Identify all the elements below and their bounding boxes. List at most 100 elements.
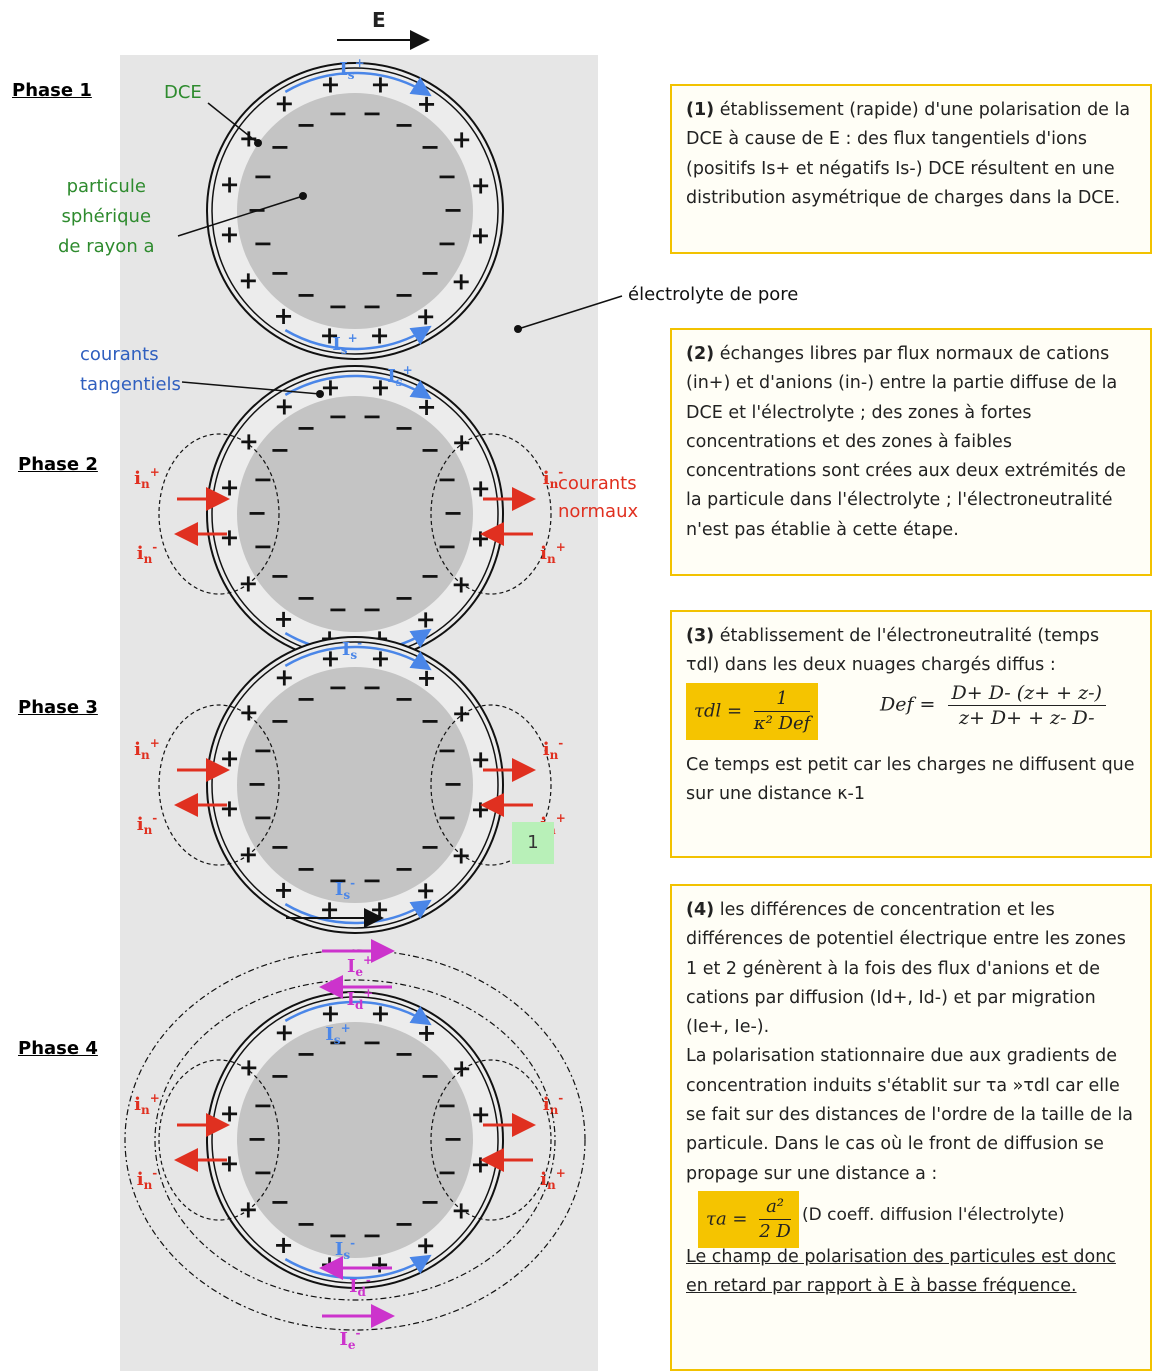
particle-1-minus: − — [362, 99, 382, 127]
particle-2-minus: − — [362, 596, 382, 624]
particle-4-plus: + — [470, 1150, 490, 1178]
particle-4-cloud-right — [430, 1059, 552, 1221]
particle-2-minus: − — [437, 465, 457, 493]
particle-1-plus: + — [416, 90, 436, 118]
particle-1-minus: − — [270, 133, 290, 161]
tangential-label-line-1: courants — [80, 344, 159, 365]
particle-4-core — [237, 1022, 473, 1258]
particle-1-plus: + — [273, 302, 293, 330]
particle-1-minus: − — [437, 162, 457, 190]
normal-currents-label: courants normaux — [558, 470, 638, 526]
particle-3-minus: − — [394, 855, 414, 883]
particle-3-minus: − — [362, 673, 382, 701]
particle-4-minus: − — [362, 1222, 382, 1250]
particle-3-dce-ring — [211, 641, 499, 929]
particle-4-plus: + — [219, 1150, 239, 1178]
tangential-dot — [316, 390, 324, 398]
particle-4-plus: + — [219, 1100, 239, 1128]
box-2-text: échanges libres par flux normaux de cati… — [686, 344, 1126, 540]
box-3-after-text: Ce temps est petit car les charges ne di… — [686, 754, 1135, 804]
particle-2-minus: − — [270, 562, 290, 590]
particle-1-dce-ring — [211, 67, 499, 355]
explanation-box-3: (3) établissement de l'électroneutralité… — [670, 610, 1152, 858]
particle-1-plus: + — [416, 303, 436, 331]
box-1-text: établissement (rapide) d'une polarisatio… — [686, 100, 1131, 208]
box-3-number: (3) — [686, 626, 715, 646]
particle-3-minus: − — [270, 707, 290, 735]
d-ef-denominator: z+ D+ + z- D- — [958, 706, 1095, 729]
particle-4-minus: − — [253, 1091, 273, 1119]
particle-4-plus: + — [416, 1019, 436, 1047]
particle-1-tangential-top — [284, 71, 432, 97]
phase-2-label: Phase 2 — [18, 454, 98, 475]
particle-1-minus: − — [420, 259, 440, 287]
particle-3-minus: − — [296, 855, 316, 883]
particle-3-minus: − — [270, 833, 290, 861]
particle-3-plus: + — [416, 664, 436, 692]
particle-2-minus: − — [420, 562, 440, 590]
particle-3-plus: + — [320, 895, 340, 923]
particle-1-minus: − — [437, 230, 457, 258]
particle-2-plus: + — [239, 427, 259, 455]
d-ef-fraction: D+ D- (z+ + z-) z+ D+ + z- D- — [947, 681, 1106, 730]
particle-2-plus: + — [416, 606, 436, 634]
particle-4-minus: − — [420, 1062, 440, 1090]
particle-3-tangential-bottom — [284, 899, 432, 925]
particle-2-plus: + — [273, 605, 293, 633]
tau-a-formula: τa = a² 2 D — [698, 1190, 799, 1248]
particle-1-minus: − — [394, 111, 414, 139]
particle-4-minus: − — [328, 1222, 348, 1250]
particle-1-minus: − — [420, 133, 440, 161]
particle-2-minus: − — [394, 584, 414, 612]
tau-a-denominator: 2 D — [759, 1220, 791, 1242]
particle-2-cloud-left — [158, 433, 280, 595]
particle-2-minus: − — [437, 533, 457, 561]
particle-2-in-minus-left: in- — [137, 540, 158, 566]
particle-4-plus: + — [369, 1251, 389, 1279]
particle-3-cloud-right — [430, 704, 552, 866]
particle-3-minus: − — [394, 685, 414, 713]
particles: −−−−−−−−−−−−−−−−−−++++++++++++++++Is+Is+… — [124, 56, 586, 1352]
particle-1-plus: + — [238, 267, 258, 295]
particle-1-minus: − — [328, 99, 348, 127]
particle-4-in-plus-left: in+ — [134, 1091, 160, 1117]
box-2-number: (2) — [686, 344, 715, 364]
particle-label-line-1: particule — [66, 176, 146, 197]
particle-1-minus: − — [328, 293, 348, 321]
dce-dot — [254, 139, 262, 147]
particle-1-plus: + — [239, 124, 259, 152]
p4-is-top: Is+ — [325, 1021, 350, 1047]
box-4-number: (4) — [686, 900, 715, 920]
explanation-box-2: (2) échanges libres par flux normaux de … — [670, 328, 1152, 576]
particle-2-minus: − — [247, 499, 267, 527]
particle-2-minus: − — [328, 596, 348, 624]
particle-3-plus: + — [219, 745, 239, 773]
particle-4-minus: − — [296, 1210, 316, 1238]
particle-2-minus: − — [443, 499, 463, 527]
particle-1-minus: − — [253, 162, 273, 190]
particle-1-minus: − — [253, 230, 273, 258]
d-ef-numerator: D+ D- (z+ + z-) — [947, 681, 1106, 706]
tau-a-lhs: τa = — [706, 1208, 748, 1230]
particle-3-in-minus-right: in- — [543, 736, 564, 762]
phase-3-label: Phase 3 — [18, 697, 98, 718]
particle-4-plus: + — [471, 1100, 491, 1128]
particle-1-plus: + — [320, 321, 340, 349]
particle-3-minus: − — [328, 867, 348, 895]
particle-4-cloud-left — [158, 1059, 280, 1221]
particle-3-in-plus-left: in+ — [134, 736, 160, 762]
particle-1-minus: − — [270, 259, 290, 287]
particle-3-minus: − — [437, 736, 457, 764]
particle-1-plus: + — [274, 89, 294, 117]
particle-2-plus: + — [416, 393, 436, 421]
phase-4-label: Phase 4 — [18, 1038, 98, 1059]
particle-3-plus: + — [471, 745, 491, 773]
particle-3-in-minus-left: in- — [137, 811, 158, 837]
particle-3-core — [237, 667, 473, 903]
electrolyte-dot — [514, 325, 522, 333]
p4-ie-top: Ie+ — [347, 953, 373, 979]
tau-dl-fraction: 1 κ² Def — [753, 687, 811, 736]
box-3-formulas: τdl = 1 κ² Def Def = D+ D- (z+ + z-) z+ … — [686, 681, 1136, 751]
